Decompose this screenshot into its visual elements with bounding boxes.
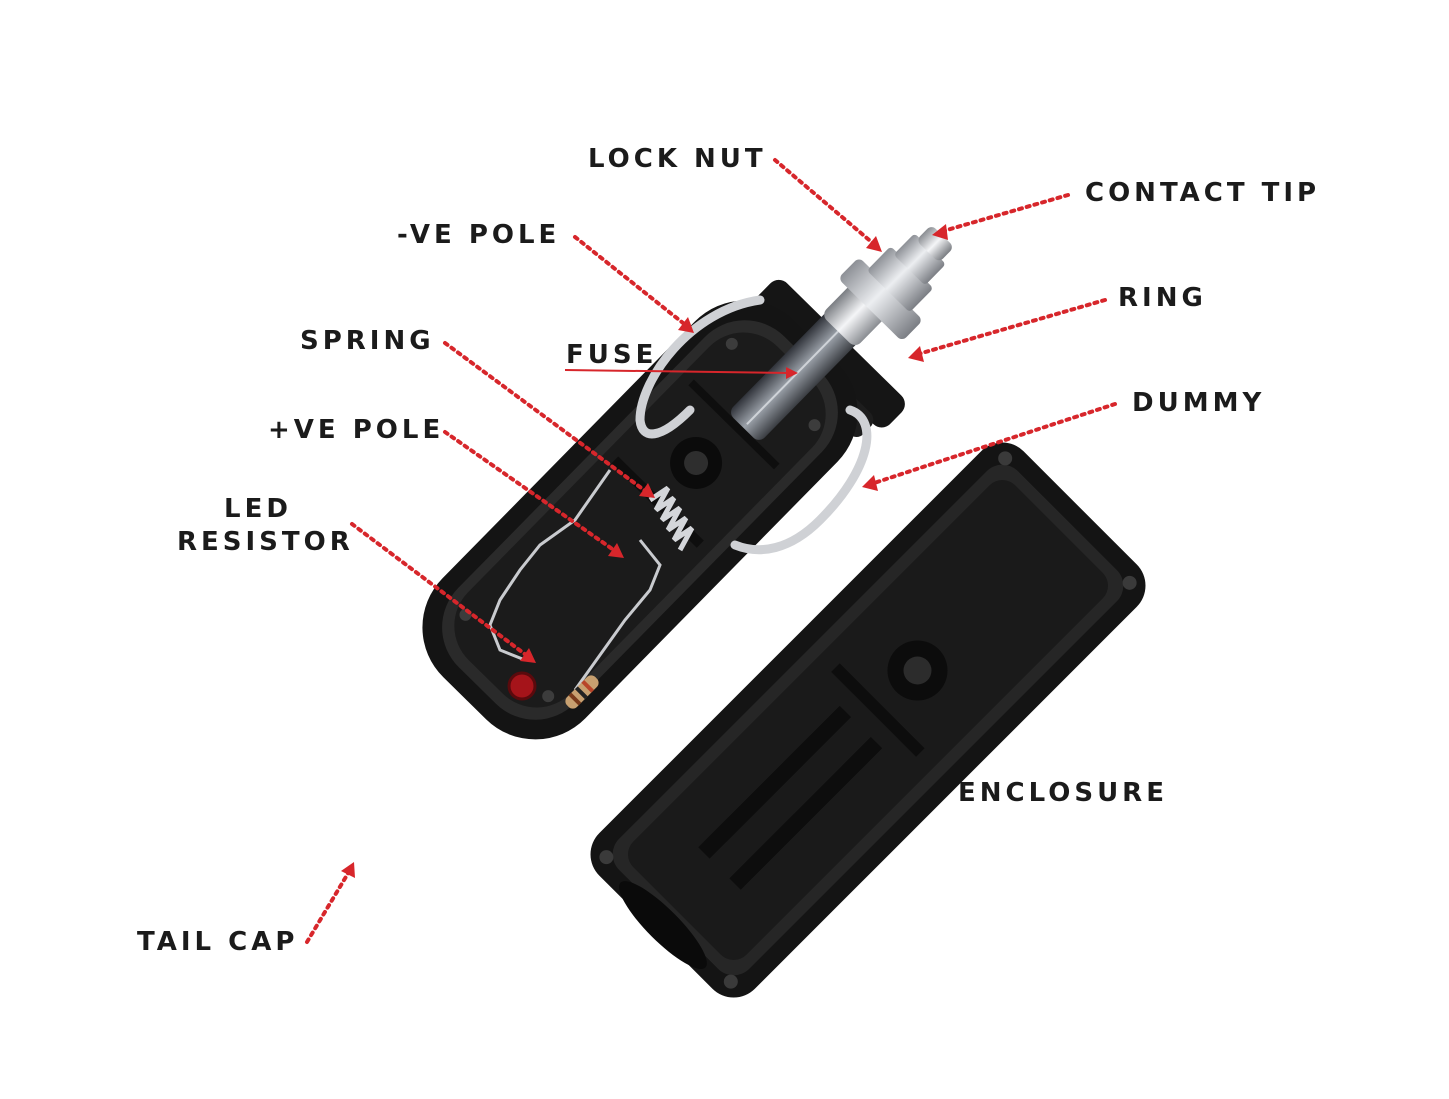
label-dummy: DUMMY — [1132, 387, 1265, 420]
arrowhead-ring — [908, 346, 924, 362]
label-enclosure: ENCLOSURE — [958, 777, 1168, 810]
label-fuse: FUSE — [566, 339, 657, 372]
label-ring: RING — [1118, 282, 1207, 315]
arrowhead-tail-cap — [341, 862, 355, 878]
label-lock-nut: LOCK NUT — [588, 143, 767, 176]
label-positive-pole: +VE POLE — [268, 414, 444, 447]
label-spring: SPRING — [300, 325, 435, 358]
led-part — [509, 673, 535, 699]
leader-ring — [915, 300, 1105, 355]
label-led: LED — [177, 493, 339, 526]
label-resistor: RESISTOR — [177, 526, 354, 559]
label-tail-cap: TAIL CAP — [137, 926, 298, 959]
leader-lock-nut — [775, 160, 875, 245]
label-contact-tip: CONTACT TIP — [1085, 177, 1320, 210]
leader-tail-cap — [307, 870, 350, 942]
label-negative-pole: -VE POLE — [397, 219, 560, 252]
arrowhead-dummy — [862, 475, 878, 491]
leader-negative-pole — [575, 237, 688, 327]
leader-contact-tip — [940, 195, 1068, 232]
